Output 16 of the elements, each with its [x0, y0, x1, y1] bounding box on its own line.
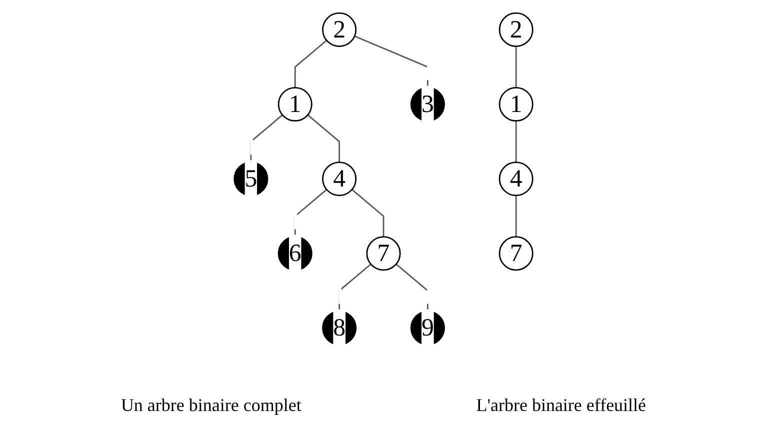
- connector: [352, 189, 384, 237]
- caption: L'arbre binaire effeuillé: [476, 395, 646, 416]
- connector: [515, 195, 517, 237]
- connector: [515, 120, 517, 162]
- connector: [307, 114, 340, 162]
- node-circle: 2: [322, 12, 357, 47]
- node-circle: 7: [498, 236, 534, 271]
- node-circle: 4: [322, 162, 357, 196]
- caption: Un arbre binaire complet: [120, 395, 302, 416]
- node-circle: 7: [366, 236, 401, 271]
- connector: [294, 40, 328, 88]
- node-circle: 2: [498, 12, 534, 47]
- node-circle: 4: [498, 162, 534, 196]
- node-circle: 1: [498, 87, 534, 122]
- connector: [515, 46, 517, 88]
- node-circle: 1: [278, 87, 312, 122]
